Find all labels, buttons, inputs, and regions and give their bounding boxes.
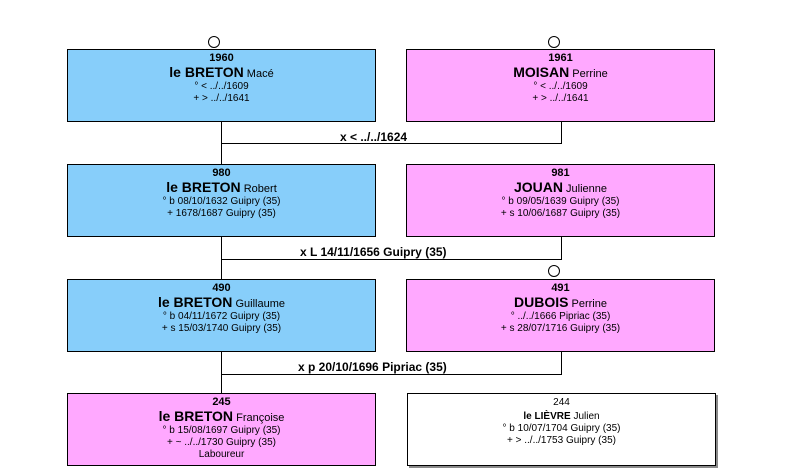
person-name: le LIÈVRE Julien — [408, 411, 715, 423]
birth-info: ° < ../../1609 — [533, 81, 588, 92]
birth-info: ° ../../1666 Pipriac (35) — [510, 311, 611, 322]
person-card-244[interactable]: 244 le LIÈVRE Julien ° b 10/07/1704 Guip… — [407, 393, 716, 466]
given-name: Françoise — [236, 412, 285, 424]
death-info: + > ../../1641 — [193, 93, 250, 104]
birth-info: ° b 10/07/1704 Guipry (35) — [502, 423, 621, 434]
person-name: le BRETON Guillaume — [68, 295, 375, 311]
person-card-980[interactable]: 980 le BRETON Robert ° b 08/10/1632 Guip… — [67, 164, 376, 237]
birth-info: ° b 04/11/1672 Guipry (35) — [162, 311, 281, 322]
person-card-1961[interactable]: 1961 MOISAN Perrine ° < ../../1609 + > .… — [406, 49, 715, 122]
connector-1961-down — [561, 121, 562, 143]
given-name: Guillaume — [235, 298, 286, 310]
person-name: JOUAN Julienne — [407, 180, 714, 196]
death-info: + s 10/06/1687 Guipry (35) — [500, 208, 621, 219]
birth-info: ° b 15/08/1697 Guipry (35) — [162, 425, 281, 436]
person-name: le BRETON Robert — [68, 180, 375, 196]
sosa-number: 490 — [212, 282, 231, 294]
descent-line-245 — [221, 374, 222, 394]
person-name: DUBOIS Perrine — [407, 295, 714, 311]
death-info: + > ../../1641 — [532, 93, 589, 104]
death-info: + s 15/03/1740 Guipry (35) — [161, 323, 282, 334]
surname: le BRETON — [158, 408, 234, 424]
sosa-number: 1960 — [209, 52, 234, 64]
sosa-number: 491 — [551, 282, 570, 294]
connector-490-down — [221, 351, 222, 374]
given-name: Julien — [573, 411, 600, 422]
birth-info: ° b 08/10/1632 Guipry (35) — [162, 196, 281, 207]
given-name: Perrine — [571, 298, 607, 310]
death-info: + 1678/1687 Guipry (35) — [167, 208, 276, 219]
person-name: le BRETON Macé — [68, 65, 375, 81]
ancestor-circle-icon-1961[interactable] — [548, 36, 560, 48]
occupation: Laboureur — [198, 449, 245, 460]
marriage-line-980-981 — [221, 259, 562, 260]
connector-491-down — [561, 351, 562, 374]
given-name: Perrine — [572, 68, 608, 80]
given-name: Julienne — [566, 183, 608, 195]
death-info: + ~ ../../1730 Guipry (35) — [167, 437, 276, 448]
connector-981-down — [561, 236, 562, 259]
marriage-label-3: x p 20/10/1696 Pipriac (35) — [298, 360, 447, 374]
surname: JOUAN — [513, 179, 563, 195]
marriage-line-490-491 — [221, 374, 562, 375]
birth-info: ° < ../../1609 — [194, 81, 249, 92]
death-info: + > ../../1753 Guipry (35) — [507, 435, 616, 446]
person-card-490[interactable]: 490 le BRETON Guillaume ° b 04/11/1672 G… — [67, 279, 376, 352]
given-name: Macé — [246, 68, 274, 80]
surname: DUBOIS — [514, 294, 569, 310]
ancestor-circle-icon-1960[interactable] — [208, 36, 220, 48]
birth-info: ° b 09/05/1639 Guipry (35) — [501, 196, 620, 207]
sosa-number: 981 — [551, 167, 570, 179]
person-card-1960[interactable]: 1960 le BRETON Macé ° < ../../1609 + > .… — [67, 49, 376, 122]
surname: le BRETON — [166, 179, 241, 195]
sosa-number: 245 — [212, 396, 231, 408]
person-name: MOISAN Perrine — [407, 65, 714, 81]
person-name: le BRETON Françoise — [68, 409, 375, 425]
death-info: + s 28/07/1716 Guipry (35) — [500, 323, 621, 334]
marriage-label-1: x < ../../1624 — [340, 130, 408, 144]
sosa-number: 1961 — [548, 52, 573, 64]
connector-1960-down — [221, 121, 222, 143]
surname: le BRETON — [157, 294, 233, 310]
sosa-number: 244 — [553, 397, 570, 408]
ancestor-circle-icon-491[interactable] — [548, 265, 560, 277]
sosa-number: 980 — [212, 167, 231, 179]
given-name: Robert — [243, 183, 277, 195]
person-card-491[interactable]: 491 DUBOIS Perrine ° ../../1666 Pipriac … — [406, 279, 715, 352]
descent-line-980 — [221, 143, 222, 165]
descent-line-490 — [221, 259, 222, 280]
surname: le BRETON — [169, 64, 244, 80]
marriage-label-2: x L 14/11/1656 Guipry (35) — [300, 245, 447, 259]
person-card-245[interactable]: 245 le BRETON Françoise ° b 15/08/1697 G… — [67, 393, 376, 466]
connector-980-down — [221, 236, 222, 259]
surname: MOISAN — [513, 64, 570, 80]
person-card-981[interactable]: 981 JOUAN Julienne ° b 09/05/1639 Guipry… — [406, 164, 715, 237]
marriage-line-1960-1961 — [221, 143, 562, 144]
surname: le LIÈVRE — [523, 411, 571, 422]
